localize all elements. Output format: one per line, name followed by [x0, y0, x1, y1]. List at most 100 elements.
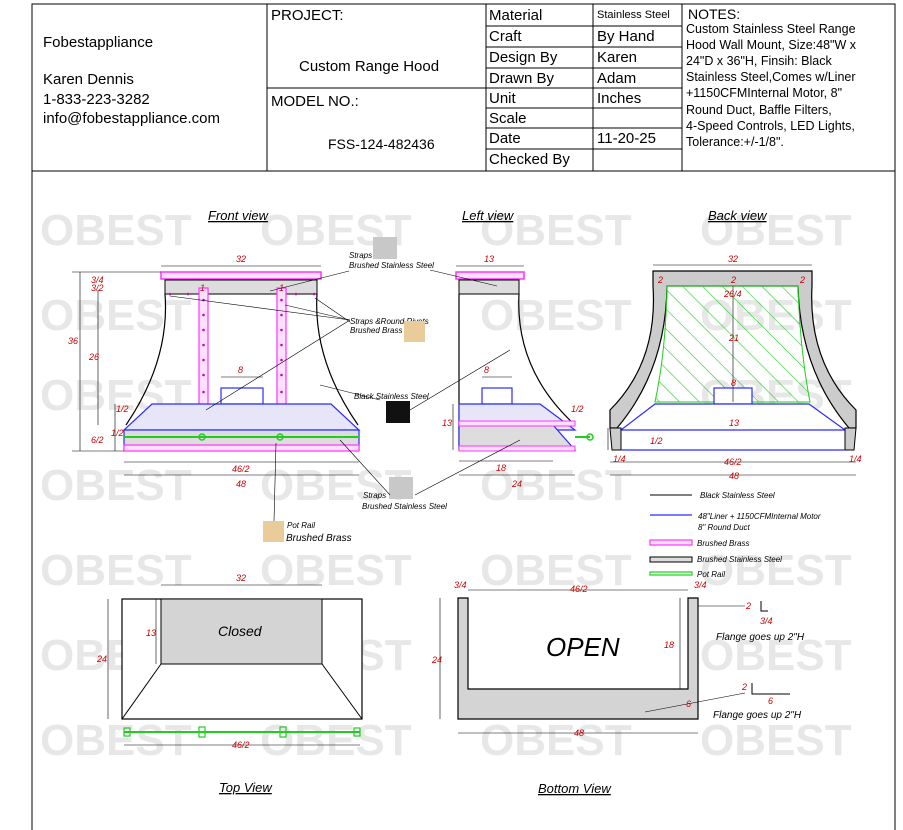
spec-label-scale: Scale	[489, 110, 527, 127]
notes-line: Hood Wall Mount, Size:48"W x	[686, 38, 857, 52]
bottom-dim: 46/2	[570, 584, 588, 594]
spec-label-unit: Unit	[489, 90, 516, 107]
left-view-title: Left view	[462, 208, 515, 223]
front-view-title: Front view	[208, 208, 270, 223]
spec-label-drawn-by: Drawn By	[489, 70, 555, 87]
svg-text:OBEST: OBEST	[260, 546, 412, 595]
front-dim: 1/2	[111, 428, 124, 438]
callout-straps-material: Brushed Stainless Steel	[349, 261, 434, 270]
callout-straps2-label: Straps	[363, 491, 386, 500]
notes-title: NOTES:	[688, 6, 741, 22]
spec-label-material: Material	[489, 7, 543, 24]
company-name: Fobestappliance	[43, 34, 154, 51]
notes-line: +1150CFMInternal Motor, 8"	[686, 86, 843, 100]
top-view-title: Top View	[219, 780, 273, 795]
notes-line: 4-Speed Controls, LED Lights,	[686, 119, 855, 133]
svg-text:OBEST: OBEST	[480, 716, 632, 765]
back-dim: 13	[729, 418, 739, 428]
swatch-brushed-stainless-2	[389, 477, 413, 499]
back-dim: 48	[729, 471, 739, 481]
flange-dim: 2	[741, 682, 747, 692]
flange-label-1: Flange goes up 2"H	[716, 632, 805, 643]
svg-text:OBEST: OBEST	[700, 206, 852, 255]
svg-text:OBEST: OBEST	[480, 291, 632, 340]
left-dim: 18	[496, 463, 506, 473]
front-dim: 48	[236, 479, 246, 489]
top-view: Closed 32 13 24 46/2	[96, 573, 363, 750]
front-dim: 3/2	[91, 283, 104, 293]
svg-text:OBEST: OBEST	[480, 206, 632, 255]
left-dim: 13	[442, 418, 452, 428]
left-dim: 24	[511, 479, 522, 489]
notes-line: Custom Stainless Steel Range	[686, 22, 856, 36]
project-label: PROJECT:	[271, 7, 344, 24]
svg-text:OBEST: OBEST	[480, 546, 632, 595]
spec-value-unit: Inches	[597, 90, 642, 107]
spec-value-drawn-by: Adam	[597, 70, 637, 87]
spec-label-craft: Craft	[489, 28, 522, 45]
front-dim: 6/2	[91, 435, 104, 445]
bottom-dim: 48	[574, 728, 584, 738]
legend-liner: 48"Liner + 1150CFMInternal Motor	[698, 512, 821, 521]
spec-label-date: Date	[489, 130, 521, 147]
notes-line: Stainless Steel,Comes w/Liner	[686, 70, 856, 84]
callout-straps2-material: Brushed Stainless Steel	[362, 502, 447, 511]
spec-label-design-by: Design By	[489, 49, 558, 66]
swatch-brushed-brass	[404, 321, 425, 342]
legend-black-stainless: Black Stainless Steel	[700, 491, 775, 500]
back-dim: 2	[657, 275, 663, 285]
callout-pot-rail: Pot Rail	[287, 521, 315, 530]
spec-value-material: Stainless Steel	[597, 9, 670, 21]
left-dim: 1/2	[571, 404, 584, 414]
svg-text:OBEST: OBEST	[260, 716, 412, 765]
front-dim: 32	[236, 254, 246, 264]
front-dim: 8	[238, 365, 243, 375]
open-label: OPEN	[546, 632, 620, 662]
callout-straps-label: Straps	[349, 251, 372, 260]
callout-pot-rail-material: Brushed Brass	[286, 533, 352, 544]
back-dim: 46/2	[724, 457, 742, 467]
swatch-black-stainless	[386, 401, 410, 423]
front-dim: 26	[88, 352, 99, 362]
left-dim: 13	[484, 254, 494, 264]
back-dim: 2	[730, 275, 736, 285]
legend-pot-rail: Pot Rail	[697, 570, 725, 579]
notes-line: 24"D x 36"H, Finsih: Black	[686, 54, 832, 68]
notes-line: Round Duct, Baffle Filters,	[686, 103, 832, 117]
front-dim: 1	[200, 283, 205, 293]
back-dim: 8	[731, 378, 736, 388]
bottom-dim: 3/4	[454, 580, 467, 590]
spec-label-checked-by: Checked By	[489, 151, 570, 168]
notes-line: Tolerance:+/-1/8".	[686, 135, 784, 149]
spec-value-design-by: Karen	[597, 49, 638, 66]
front-dim: 36	[68, 336, 78, 346]
callout-rivets-label: Straps &Round Rivets	[350, 317, 429, 326]
left-dim: 8	[484, 365, 489, 375]
svg-text:OBEST: OBEST	[700, 546, 852, 595]
svg-text:OBEST: OBEST	[480, 461, 632, 510]
swatch-pot-rail-brass	[263, 521, 284, 542]
front-dim: 1/2	[116, 404, 129, 414]
top-dim: 13	[146, 628, 156, 638]
back-dim: 26/4	[723, 289, 742, 299]
spec-value-craft: By Hand	[597, 28, 655, 45]
svg-text:OBEST: OBEST	[40, 206, 192, 255]
closed-label: Closed	[218, 623, 263, 639]
svg-text:OBEST: OBEST	[40, 461, 192, 510]
back-dim: 1/4	[849, 454, 862, 464]
left-view: 13 8 13 1/2 18 24	[442, 254, 594, 489]
legend-duct: 8" Round Duct	[698, 523, 751, 532]
back-dim: 32	[728, 254, 738, 264]
flange-dim: 2	[745, 601, 751, 611]
bottom-view: OPEN 3/4 46/2 3/4 24 18 6 48 2 3/4 Flang…	[431, 580, 805, 738]
back-dim: 1/4	[613, 454, 626, 464]
model-label: MODEL NO.:	[271, 93, 359, 110]
project-value: Custom Range Hood	[299, 58, 440, 75]
flange-label-2: Flange goes up 2"H	[713, 710, 802, 721]
bottom-dim: 24	[431, 655, 442, 665]
front-dim: 46/2	[232, 464, 250, 474]
back-view: 32 2 2 2 26/4 21 8 13 1/2 1/4 46/2 48 1/…	[607, 254, 862, 481]
svg-text:OBEST: OBEST	[700, 716, 852, 765]
